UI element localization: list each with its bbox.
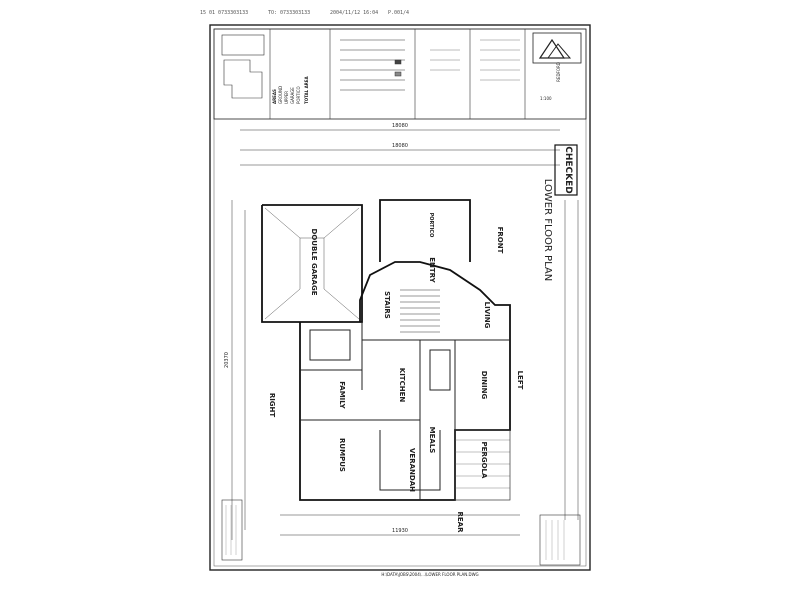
direction-right: RIGHT <box>268 393 276 418</box>
scale-note: 1:100 <box>540 96 552 101</box>
room-pergola: PERGOLA <box>480 442 488 479</box>
title-block: GROUND UPPER GARAGE PORTICO TOTAL AREA A… <box>213 28 587 120</box>
legend-upper: UPPER <box>284 91 289 104</box>
revision-stamp-box <box>539 514 581 566</box>
fax-header-page: P.001/4 <box>388 10 410 16</box>
legend-garage: GARAGE <box>290 87 295 104</box>
stair-treads <box>400 289 440 333</box>
room-verandah: VERANDAH <box>408 448 416 492</box>
room-dining: DINING <box>480 371 488 400</box>
room-living: LIVING <box>483 302 491 329</box>
legend-portico: PORTICO <box>296 86 301 104</box>
building-walls <box>261 199 511 501</box>
pergola-hatching <box>454 429 511 501</box>
legend-ground: GROUND <box>278 86 283 104</box>
checked-stamp: CHECKED <box>554 144 578 196</box>
sheet-border <box>209 24 591 571</box>
dim-top: 18080 <box>392 123 408 129</box>
legend-title: AREAS <box>272 89 277 104</box>
notes-box <box>221 499 243 561</box>
room-stairs: STAIRS <box>383 291 391 319</box>
room-rumpus: RUMPUS <box>338 438 346 472</box>
sheet-title: LOWER FLOOR PLAN <box>542 179 553 281</box>
legend-total: TOTAL AREA <box>304 76 309 104</box>
room-portico: PORTICO <box>428 213 434 238</box>
company-logo <box>532 32 582 64</box>
room-entry: ENTRY <box>428 257 436 283</box>
dim-top-b: 18080 <box>392 143 408 149</box>
fax-header-middle: TO: 0733303133 <box>268 10 311 16</box>
dimension-lines <box>231 129 579 540</box>
dim-side: 20370 <box>224 352 230 368</box>
fax-header-left: 15 01 0733303133 <box>200 10 249 16</box>
internal-walls <box>300 322 510 500</box>
fax-header-datetime: 2004/11/12 16:04 <box>330 10 379 16</box>
room-kitchen: KITCHEN <box>398 368 406 403</box>
company-name: REDFORD <box>556 62 561 82</box>
direction-front: FRONT <box>496 227 504 254</box>
direction-rear: REAR <box>456 512 464 534</box>
room-family: FAMILY <box>338 381 346 409</box>
room-meals: MEALS <box>428 427 436 454</box>
key-plan <box>221 34 265 56</box>
footer-file-path: H:\DATA\JOBS\2004\...\LOWER FLOOR PLAN.D… <box>381 572 478 577</box>
fax-header: 15 01 0733303133 TO: 0733303133 2004/11/… <box>0 8 800 22</box>
room-double-garage: DOUBLE GARAGE <box>310 229 318 296</box>
svg-text:CHECKED: CHECKED <box>563 146 573 193</box>
dim-bottom: 11930 <box>392 528 408 534</box>
direction-left: LEFT <box>516 371 524 390</box>
